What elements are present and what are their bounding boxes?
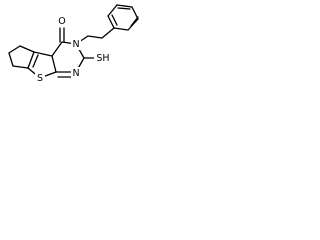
carbonyl-bond: [59, 27, 65, 43]
benzene-ring: [107, 4, 139, 31]
nitrogen-3-label: N: [72, 39, 79, 50]
thiol-label: SH: [96, 53, 109, 64]
nitrogen-1-label: N: [72, 68, 79, 79]
oxygen-atom: O: [57, 15, 67, 27]
oxygen-label: O: [58, 16, 65, 27]
nitrogen-atom-1: N: [71, 67, 81, 79]
thiol-group: SH: [94, 52, 112, 64]
cyclopentane-ring: [8, 45, 35, 69]
nitrogen-atom-3: N: [71, 38, 81, 50]
sulfur-ring-label: S: [37, 73, 43, 84]
sulfur-ring-atom: S: [35, 72, 45, 84]
phenethyl-chain: [75, 27, 115, 45]
molecule-structure: O N N S SH: [8, 4, 139, 84]
